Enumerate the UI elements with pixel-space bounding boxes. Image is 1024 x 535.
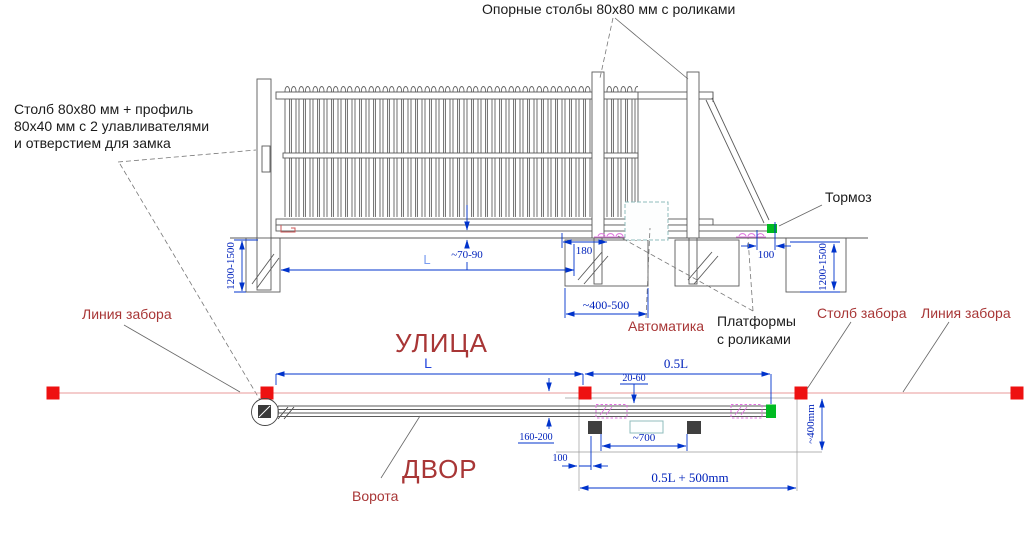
brake-plan	[766, 404, 776, 418]
svg-text:и отверстием для замка: и отверстием для замка	[14, 135, 171, 151]
bottom-catcher	[280, 225, 296, 233]
tail-brace	[705, 97, 770, 224]
svg-text:Столб 80x80 мм + профиль: Столб 80x80 мм + профиль	[14, 101, 193, 117]
platform-base-2	[687, 421, 701, 434]
dim-post-gap-text: 100	[553, 453, 568, 464]
catch-post-leader-1	[117, 149, 257, 163]
catch-post	[245, 78, 296, 293]
support-posts-leader-1	[599, 17, 614, 79]
support-post-2	[674, 71, 740, 287]
dim-post-offset: 180	[561, 233, 608, 257]
automation-label: Автоматика	[628, 318, 704, 334]
dim-depth-right: 1200-1500	[790, 241, 840, 293]
fence-line-left-leader	[123, 324, 241, 393]
dim-depth-left-text: 1200-1500	[225, 242, 237, 290]
dim-total-tail-text: 0.5L + 500mm	[651, 470, 728, 485]
fence-post-square	[1010, 386, 1024, 400]
automation-leader	[645, 227, 651, 319]
catch-post-label: Столб 80x80 мм + профиль 80x40 мм с 2 ул…	[14, 101, 209, 151]
dim-opening-side-text: L	[423, 252, 430, 267]
dim-total-tail: 0.5L + 500mm	[579, 470, 797, 491]
fence-post-label: Столб забора	[817, 305, 907, 321]
svg-text:с роликами: с роликами	[717, 331, 791, 347]
support-posts-label: Опорные столбы 80x80 мм с роликами	[482, 1, 735, 17]
dim-half-opening: 0.5L	[584, 356, 772, 404]
gate-label: Ворота	[352, 488, 399, 504]
dim-zone-width: ~400mm	[805, 398, 825, 451]
roller-platform-plan-1	[595, 404, 628, 419]
gate-plan	[277, 404, 776, 434]
dim-post-gap: 100	[553, 436, 608, 470]
yard-label: ДВОР	[402, 454, 478, 484]
support-post-1	[564, 71, 649, 287]
dim-gap: 20-60	[620, 373, 648, 404]
plan-view: L 0.5L 20-60 160-200 100 ~700	[46, 305, 1024, 504]
dim-depth-right-text: 1200-1500	[817, 243, 829, 291]
construction-lines	[556, 397, 822, 491]
fence-post-leader	[806, 321, 852, 390]
roller-platform-side-1	[594, 233, 626, 238]
fence-post-square	[794, 386, 808, 400]
dim-opening-plan: L	[275, 355, 584, 385]
dim-fence-offset-text: 160-200	[519, 432, 552, 443]
gate-leader	[380, 415, 421, 479]
dim-opening-plan-text: L	[424, 355, 432, 371]
dim-platform-spacing: ~700	[600, 432, 688, 451]
fence-post-square	[46, 386, 60, 400]
fence-line-right-leader	[902, 321, 950, 393]
dim-gap-text: 20-60	[622, 373, 645, 384]
platform-base-1	[588, 421, 602, 434]
dim-opening-side: L	[280, 244, 575, 276]
fence-line-left-label: Линия забора	[82, 306, 172, 322]
brake-block	[767, 224, 777, 233]
catch-post-leader-2	[119, 163, 261, 401]
catch-post-plan-detail	[251, 398, 295, 426]
svg-text:Платформы: Платформы	[717, 313, 796, 329]
street-label: УЛИЦА	[395, 328, 488, 358]
automation-box-plan	[629, 420, 664, 434]
dim-clearance-text: ~70-90	[451, 249, 483, 261]
dim-brake-gap-text: 100	[758, 249, 775, 261]
catch-post-foundation	[245, 237, 281, 293]
roller-platform-plan-2	[730, 404, 763, 419]
brake-leader	[778, 204, 823, 227]
fence-line-right-label: Линия забора	[921, 305, 1011, 321]
dim-foundation-width: ~400-500	[564, 288, 649, 318]
dim-depth-left: 1200-1500	[225, 239, 258, 293]
fence-post-square	[260, 386, 274, 400]
platforms-leader-2	[747, 237, 754, 312]
brake-label: Тормоз	[825, 189, 872, 205]
platforms-leader-1	[617, 235, 754, 312]
roller-platform-side-2	[736, 233, 766, 238]
svg-text:80x40 мм с 2 улавливателями: 80x40 мм с 2 улавливателями	[14, 118, 209, 134]
dim-zone-width-text: ~400mm	[805, 404, 817, 444]
fence-post-square	[578, 386, 592, 400]
catcher-bracket	[261, 145, 271, 173]
dim-post-offset-text: 180	[576, 245, 593, 257]
right-foundation-block	[785, 237, 847, 293]
support-posts-leader-2	[614, 17, 689, 80]
fence-posts	[46, 386, 1024, 400]
side-view: 1200-1500 ~70-90 L 180 100 1200	[14, 1, 872, 401]
dim-half-opening-text: 0.5L	[664, 356, 688, 371]
automation-box-side	[624, 201, 669, 241]
platforms-label: Платформы с роликами	[717, 313, 796, 347]
dim-fence-offset: 160-200	[518, 378, 554, 444]
dim-platform-spacing-text: ~700	[633, 432, 656, 444]
gate-pickets	[284, 84, 638, 217]
dim-foundation-width-text: ~400-500	[583, 298, 630, 312]
foundation-2	[674, 239, 740, 287]
